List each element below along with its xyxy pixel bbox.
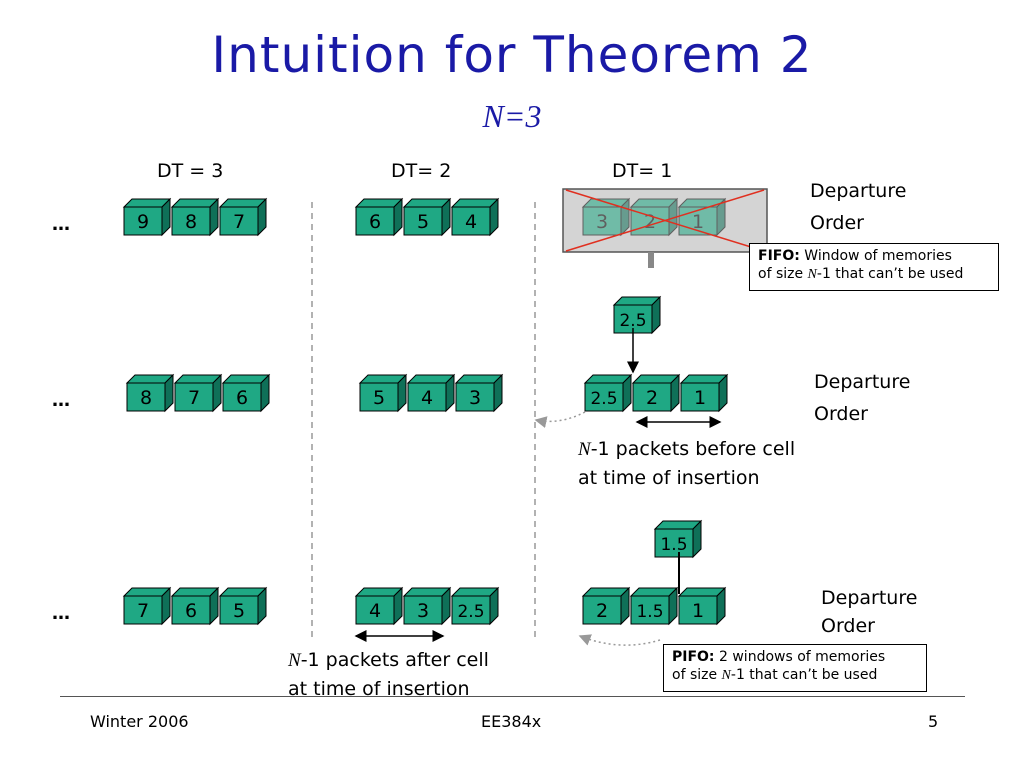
fifo-callout: FIFO: Window of memories of size N-1 tha… bbox=[749, 243, 999, 291]
packet-label: 2.5 bbox=[457, 602, 484, 622]
packet-label: 2.5 bbox=[590, 389, 617, 409]
packet-cell: 7 bbox=[173, 373, 223, 413]
note-after-insertion: N-1 packets after cell at time of insert… bbox=[288, 649, 489, 700]
departure-order-label: Departure Order bbox=[821, 587, 918, 637]
packet-cell: 9 bbox=[122, 197, 172, 237]
packet-label: 3 bbox=[417, 600, 429, 622]
packet-cell: 1.5 bbox=[629, 586, 679, 626]
packet-cell: 2 bbox=[631, 373, 681, 413]
packet-cell: 4 bbox=[406, 373, 456, 413]
packet-cell: 6 bbox=[170, 586, 220, 626]
packet-label: 6 bbox=[185, 600, 197, 622]
packet-label: 2.5 bbox=[619, 311, 646, 331]
departure-order-label: Departure Order bbox=[810, 180, 907, 234]
packet-label: 9 bbox=[137, 211, 149, 233]
packet-cell: 1 bbox=[677, 586, 727, 626]
packet-cell: 5 bbox=[358, 373, 408, 413]
packet-label: 7 bbox=[233, 211, 245, 233]
packet-label: 6 bbox=[369, 211, 381, 233]
column-label-dt3: DT = 3 bbox=[157, 160, 224, 182]
packet-cell: 5 bbox=[402, 197, 452, 237]
packet-cell: 3 bbox=[454, 373, 504, 413]
packet-label: 3 bbox=[596, 211, 608, 233]
slide-subtitle: N=3 bbox=[482, 98, 542, 134]
packet-cell: 4 bbox=[450, 197, 500, 237]
cross-line bbox=[565, 189, 765, 252]
packet-label: 4 bbox=[421, 387, 433, 409]
packet-cell: 8 bbox=[170, 197, 220, 237]
packet-label: 2 bbox=[646, 387, 658, 409]
column-label-dt1: DT= 1 bbox=[612, 160, 673, 182]
packet-label: 7 bbox=[188, 387, 200, 409]
footer-center: EE384x bbox=[481, 712, 542, 731]
packet-label: 5 bbox=[373, 387, 385, 409]
packet-label: 2 bbox=[596, 600, 608, 622]
note-before-insertion: N-1 packets before cell at time of inser… bbox=[578, 438, 796, 489]
packet-label: 5 bbox=[233, 600, 245, 622]
packet-cell: 3 bbox=[581, 197, 631, 237]
packet-label: 8 bbox=[140, 387, 152, 409]
packet-cell: 3 bbox=[402, 586, 452, 626]
fifo-window-stem bbox=[648, 252, 654, 268]
packet-cell: 4 bbox=[354, 586, 404, 626]
footer-left: Winter 2006 bbox=[90, 712, 189, 731]
packet-label: 1 bbox=[692, 211, 704, 233]
footer-right: 5 bbox=[928, 712, 939, 731]
footer-divider bbox=[60, 696, 965, 697]
packet-cell: 5 bbox=[218, 586, 268, 626]
pifo-callout: PIFO: 2 windows of memories of size N-1 … bbox=[663, 644, 927, 692]
packet-label: 4 bbox=[465, 211, 477, 233]
packet-cell: 2.5 bbox=[450, 586, 500, 626]
row-ellipsis: … bbox=[52, 603, 70, 624]
packet-cell: 2 bbox=[581, 586, 631, 626]
packet-cell: 7 bbox=[122, 586, 172, 626]
packet-cell: 7 bbox=[218, 197, 268, 237]
packet-label: 1 bbox=[692, 600, 704, 622]
packet-cell: 6 bbox=[221, 373, 271, 413]
packet-label: 1.5 bbox=[636, 602, 663, 622]
column-label-dt2: DT= 2 bbox=[391, 160, 452, 182]
packet-label: 6 bbox=[236, 387, 248, 409]
packet-label: 4 bbox=[369, 600, 381, 622]
packet-label: 7 bbox=[137, 600, 149, 622]
departure-order-label: Departure Order bbox=[814, 371, 911, 425]
curved-arrow bbox=[534, 411, 586, 429]
packet-label: 5 bbox=[417, 211, 429, 233]
packet-cell: 2.5 bbox=[612, 295, 662, 335]
packet-label: 8 bbox=[185, 211, 197, 233]
packet-label: 3 bbox=[469, 387, 481, 409]
packet-cell: 6 bbox=[354, 197, 404, 237]
row-ellipsis: … bbox=[52, 390, 70, 411]
curved-arrow bbox=[578, 634, 661, 646]
packet-cell: 1.5 bbox=[653, 519, 703, 559]
row-ellipsis: … bbox=[52, 214, 70, 235]
packet-cell: 8 bbox=[125, 373, 175, 413]
packet-label: 1 bbox=[694, 387, 706, 409]
packet-cell: 2.5 bbox=[583, 373, 633, 413]
packet-label: 1.5 bbox=[660, 535, 687, 555]
slide-title: Intuition for Theorem 2 bbox=[211, 26, 813, 84]
packet-cell: 1 bbox=[679, 373, 729, 413]
